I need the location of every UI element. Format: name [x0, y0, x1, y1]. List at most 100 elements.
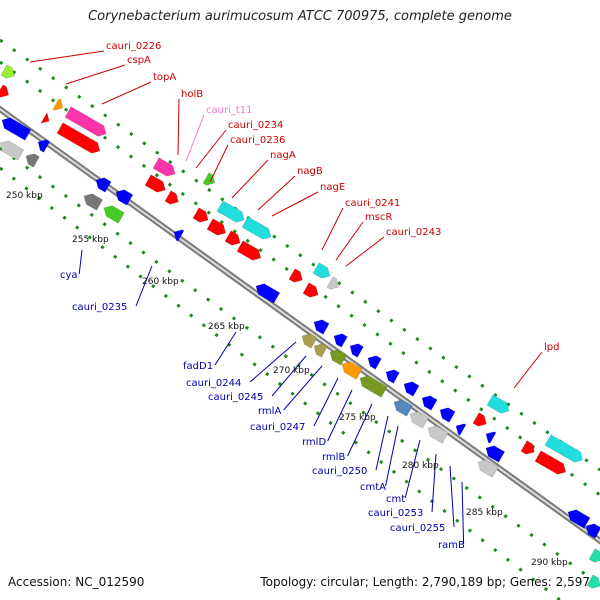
feature-nagE: [236, 240, 262, 261]
feature-blue-cya-2: [115, 189, 134, 206]
reverse-label-connector: [135, 265, 153, 307]
feature-blue-r8: [439, 407, 456, 423]
forward-gene-label: mscR: [365, 212, 392, 223]
feature-red-right-1: [520, 440, 535, 455]
forward-gene-label: cauri_0234: [228, 120, 283, 131]
reverse-gene-label: cya: [60, 270, 78, 281]
feature-small-blue-cya: [173, 229, 185, 242]
feature-mscR: [326, 276, 340, 290]
feature-blue-cmtA: [485, 431, 497, 444]
reverse-gene-label: cauri_0250: [312, 466, 367, 477]
forward-label-connector: [335, 221, 364, 261]
reverse-gene-label: cauri_0245: [208, 392, 263, 403]
feature-red-holB: [144, 174, 166, 193]
reverse-label-connector: [283, 365, 323, 411]
feature-cauri-0236: [192, 207, 209, 223]
reverse-label-connector: [271, 355, 307, 397]
kbp-tick-label: 270 kbp: [273, 366, 310, 376]
feature-darkgrey-cya: [83, 193, 104, 211]
forward-label-connector: [209, 144, 229, 183]
feature-cauri-0250: [427, 425, 449, 444]
forward-label-connector: [345, 236, 385, 267]
outer-tick-row-1: [0, 38, 600, 472]
feature-blue-r5: [385, 369, 400, 384]
feature-topA-pink: [64, 106, 107, 137]
forward-gene-label: cauri_t11: [206, 105, 253, 116]
reverse-label-connector: [431, 453, 437, 513]
forward-gene-label: nagA: [270, 150, 296, 161]
reverse-label-connector: [214, 331, 237, 366]
accession-label: Accession: NC_012590: [8, 575, 145, 589]
feature-green-cya: [103, 205, 125, 224]
forward-gene-label: cspA: [127, 55, 151, 66]
feature-fadD1: [301, 333, 318, 349]
forward-gene-label: lpd: [544, 342, 559, 353]
reverse-label-connector: [375, 415, 389, 471]
reverse-label-connector: [249, 341, 297, 383]
feature-green-small: [202, 172, 216, 186]
reverse-gene-label: cauri_0255: [390, 523, 445, 534]
forward-gene-label: cauri_0236: [230, 135, 285, 146]
forward-label-connector: [195, 129, 227, 169]
feature-red-lpd: [472, 412, 487, 427]
reverse-gene-label: cmtA: [360, 482, 386, 493]
forward-label-connector: [29, 50, 105, 63]
feature-teal-right: [588, 548, 600, 563]
kbp-tick-label: 265 kbp: [208, 322, 245, 332]
feature-darkgrey-left: [25, 153, 40, 168]
feature-small-red: [40, 111, 50, 124]
feature-rmlA: [341, 361, 363, 380]
forward-gene-label: cauri_0243: [386, 227, 441, 238]
reverse-gene-label: cauri_0244: [186, 378, 241, 389]
feature-red-right-2: [534, 450, 567, 475]
feature-blue-r1: [313, 319, 330, 335]
feature-teal-right-2: [586, 574, 600, 589]
feature-red-nagB: [224, 230, 241, 246]
forward-label-connector: [271, 191, 319, 217]
forward-label-connector: [231, 159, 269, 199]
kbp-tick-label: 280 kbp: [402, 461, 439, 471]
feature-red-start: [0, 84, 10, 98]
kbp-tick-label: 260 kbp: [142, 277, 179, 287]
feature-red-nagA: [206, 218, 227, 236]
reverse-label-connector: [347, 403, 373, 457]
reverse-gene-label: cmt: [386, 494, 405, 505]
feature-grey-left: [0, 140, 25, 161]
forward-gene-label: cauri_0226: [106, 41, 161, 52]
backbone-inner: [0, 107, 600, 543]
feature-grey-cauri-0253: [477, 459, 499, 478]
reverse-gene-label: rmlB: [322, 452, 345, 463]
reverse-label-connector: [385, 425, 399, 487]
forward-label-connector: [257, 175, 296, 211]
feature-cauri-0234: [164, 190, 179, 205]
feature-cauri-0245: [329, 349, 348, 366]
feature-blue-r7: [421, 395, 438, 411]
forward-gene-label: nagB: [297, 166, 323, 177]
reverse-gene-label: cauri_0247: [250, 422, 305, 433]
feature-blue-r6: [403, 381, 420, 397]
reverse-label-connector: [78, 249, 83, 275]
feature-blue-right-2: [585, 523, 600, 539]
reverse-gene-label: rmlD: [302, 437, 326, 448]
kbp-tick-label: 250 kbp: [6, 191, 43, 201]
forward-gene-label: topA: [153, 72, 176, 83]
forward-label-connector: [177, 98, 180, 156]
kbp-tick-label: 290 kbp: [531, 558, 568, 568]
genome-summary: Topology: circular; Length: 2,790,189 bp…: [260, 575, 590, 589]
feature-cspA: [52, 98, 64, 111]
feature-lime-start: [0, 64, 15, 79]
feature-nagA: [216, 200, 245, 223]
forward-gene-label: nagE: [320, 182, 345, 193]
feature-cauri-0241: [312, 262, 331, 279]
reverse-label-connector: [404, 439, 421, 499]
feature-small-blue-left: [37, 139, 51, 153]
forward-label-connector: [513, 351, 543, 389]
map-title: Corynebacterium aurimucosum ATCC 700975,…: [88, 9, 512, 24]
reverse-gene-label: cauri_0253: [368, 508, 423, 519]
feature-blue-r2: [333, 333, 348, 348]
feature-blue-r9: [455, 423, 467, 436]
feature-lpd: [486, 394, 510, 414]
feature-rmlD: [393, 399, 414, 417]
